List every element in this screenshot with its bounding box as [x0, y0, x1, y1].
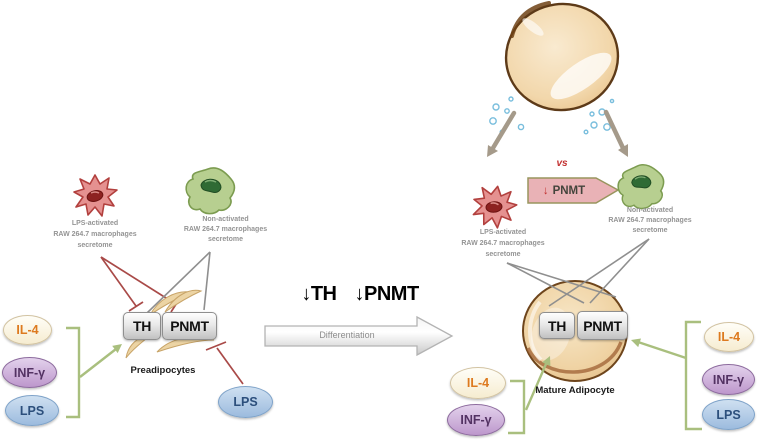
- infg-oval: INF-γ: [447, 404, 505, 436]
- th-pnmt-decrease-label: ↓TH ↓PNMT: [280, 283, 440, 306]
- caption-line: RAW 264.7 macrophages: [461, 240, 545, 247]
- caption-line: Non-activated: [202, 216, 249, 223]
- activation-bracket-mature-left: [508, 356, 551, 435]
- secretion-arrows-icon: [487, 109, 628, 157]
- down-th-text: ↓TH: [301, 283, 337, 305]
- versus-label: vs: [556, 158, 568, 169]
- caption-line: RAW 264.7 macrophages: [608, 217, 692, 224]
- secretome-lines-left: [146, 251, 211, 314]
- th-box-mature: TH: [539, 312, 575, 339]
- caption-line: secretome: [632, 227, 668, 234]
- pnmt-box-preadipocyte: PNMT: [162, 312, 217, 340]
- lps-macrophage-caption: LPS-activated RAW 264.7 macrophages secr…: [40, 218, 150, 251]
- pnmt-box-mature: PNMT: [577, 311, 628, 340]
- infg-oval: INF-γ: [2, 357, 57, 388]
- il4-oval: IL-4: [3, 315, 52, 345]
- lps-oval: LPS: [218, 386, 273, 418]
- mature-adipocyte-label: Mature Adipocyte: [535, 385, 615, 396]
- secretome-lines-right: [506, 238, 650, 307]
- il4-oval: IL-4: [704, 322, 754, 352]
- non-activated-macrophage-caption: Non-activated RAW 264.7 macrophages secr…: [595, 206, 705, 236]
- infg-oval: INF-γ: [702, 364, 755, 395]
- non-activated-macrophage-icon: [617, 163, 665, 210]
- differentiation-arrow-icon: [264, 315, 454, 357]
- differentiation-label: Differentiation: [319, 330, 375, 340]
- th-box-preadipocyte: TH: [123, 312, 161, 340]
- adipocyte-cell-icon: [504, 1, 620, 112]
- non-activated-macrophage-caption: Non-activated RAW 264.7 macrophages secr…: [168, 215, 283, 245]
- lps-oval: LPS: [5, 395, 59, 426]
- caption-line: Non-activated: [626, 207, 674, 214]
- caption-line: LPS-activated: [479, 229, 527, 236]
- down-arrow-icon: ↓: [542, 185, 549, 197]
- lps-activated-macrophage-icon: [472, 185, 518, 229]
- caption-line: LPS-activated: [71, 220, 119, 227]
- preadipocytes-label: Preadipocytes: [130, 365, 196, 376]
- caption-line: secretome: [485, 251, 521, 258]
- lps-oval: LPS: [702, 399, 755, 430]
- lps-inhibition-line: [205, 341, 244, 385]
- caption-line: RAW 264.7 macrophages: [53, 231, 137, 238]
- banner-pnmt-text: PNMT: [552, 185, 586, 197]
- caption-line: secretome: [207, 236, 244, 243]
- non-activated-macrophage-icon: [185, 167, 236, 215]
- pnmt-decrease-banner: [527, 177, 620, 204]
- lps-macrophage-caption: LPS-activated RAW 264.7 macrophages secr…: [448, 227, 558, 260]
- activation-bracket-left: [66, 326, 122, 419]
- activation-bracket-mature-right: [631, 320, 702, 431]
- il4-oval: IL-4: [450, 367, 506, 399]
- down-pnmt-text: ↓PNMT: [354, 283, 420, 305]
- pnmt-decrease-banner-text: ↓ PNMT: [528, 180, 600, 202]
- caption-line: RAW 264.7 macrophages: [183, 226, 268, 233]
- lps-activated-macrophage-icon: [73, 174, 118, 217]
- caption-line: secretome: [77, 242, 113, 249]
